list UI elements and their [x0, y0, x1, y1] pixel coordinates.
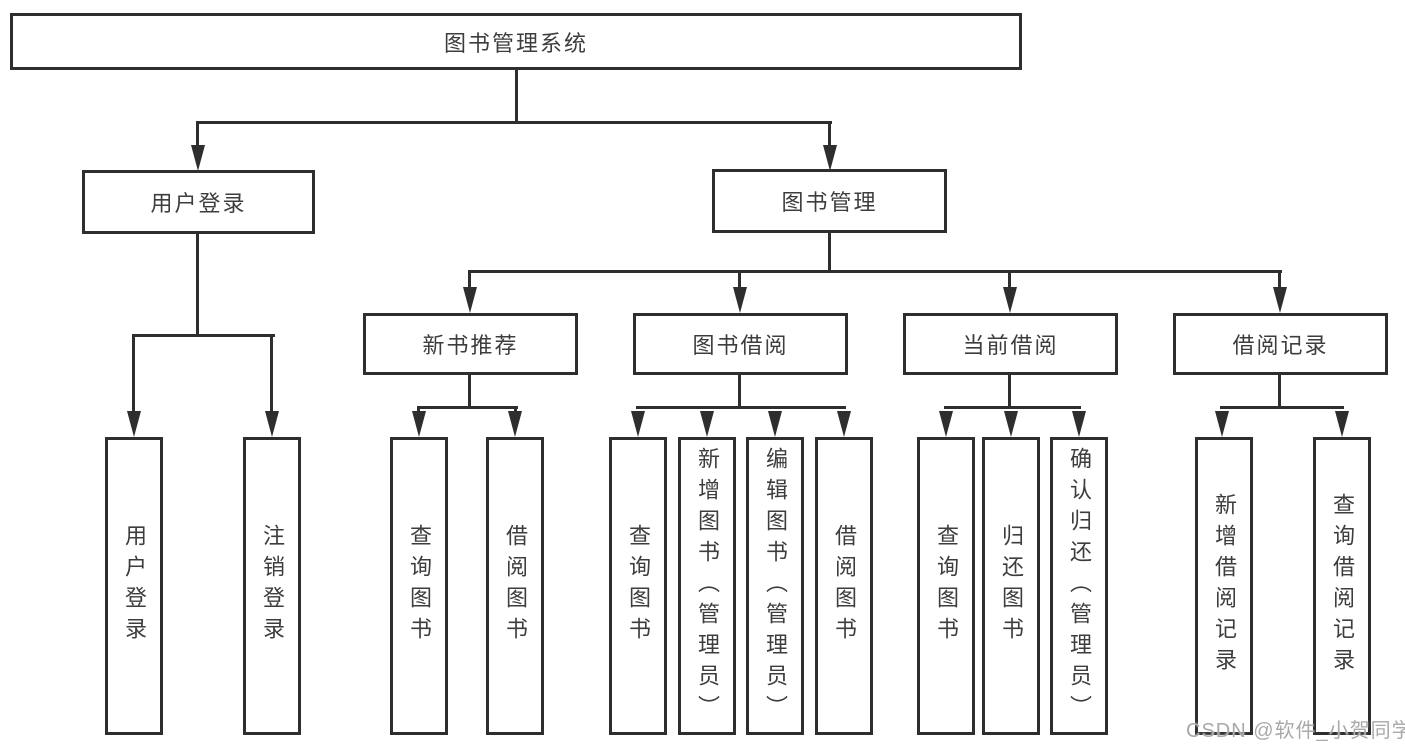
node-label: 用户登录 [122, 524, 147, 648]
arrow-down-icon [265, 411, 279, 437]
connector-line [636, 406, 846, 409]
leaf-return-books: 归还图书 [982, 437, 1040, 735]
connector-line [828, 121, 831, 147]
connector-line [468, 375, 471, 409]
arrow-down-icon [768, 411, 782, 437]
connector-line [132, 334, 275, 337]
node-label: 查询借阅记录 [1330, 493, 1355, 679]
node-label: 新增图书（管理员） [695, 446, 720, 726]
node-label: 确认归还（管理员） [1067, 446, 1092, 726]
leaf-confirm-return-admin: 确认归还（管理员） [1050, 437, 1108, 735]
arrow-down-icon [823, 145, 837, 171]
leaf-query-borrow-record: 查询借阅记录 [1313, 437, 1371, 735]
connector-line [738, 375, 741, 409]
leaf-query-books-2: 查询图书 [609, 437, 667, 735]
connector-line [196, 121, 832, 124]
connector-line [1008, 375, 1011, 409]
node-label: 编辑图书（管理员） [763, 446, 788, 726]
node-label: 图书借阅 [692, 333, 789, 358]
node-label: 用户登录 [150, 191, 247, 216]
arrow-down-icon [700, 411, 714, 437]
node-root: 图书管理系统 [10, 13, 1022, 70]
connector-line [468, 270, 1282, 273]
connector-line [1008, 270, 1011, 288]
connector-line [828, 233, 831, 273]
connector-line [944, 406, 1081, 409]
watermark: CSDN @软件_小贺同学 [1186, 720, 1405, 742]
arrow-down-icon [631, 411, 645, 437]
arrow-down-icon [1335, 411, 1349, 437]
arrow-down-icon [1273, 287, 1287, 313]
node-book-management: 图书管理 [712, 169, 947, 233]
connector-line [1220, 406, 1344, 409]
arrow-down-icon [1004, 411, 1018, 437]
connector-line [417, 406, 420, 414]
arrow-down-icon [127, 411, 141, 437]
node-label: 查询图书 [407, 524, 432, 648]
node-new-book-recommend: 新书推荐 [363, 313, 578, 375]
node-label: 查询图书 [934, 524, 959, 648]
leaf-logout: 注销登录 [243, 437, 301, 735]
connector-line [1278, 375, 1281, 409]
leaf-add-books-admin: 新增图书（管理员） [678, 437, 736, 735]
leaf-user-login: 用户登录 [105, 437, 163, 735]
node-label: 借阅图书 [503, 524, 528, 648]
arrow-down-icon [1003, 287, 1017, 313]
node-label: 新增借阅记录 [1212, 493, 1237, 679]
node-label: 借阅图书 [832, 524, 857, 648]
node-label: 注销登录 [260, 524, 285, 648]
node-user-login: 用户登录 [82, 170, 315, 234]
connector-line [132, 334, 135, 412]
leaf-borrow-books-2: 借阅图书 [815, 437, 873, 735]
node-label: 借阅记录 [1232, 333, 1329, 358]
arrow-down-icon [463, 287, 477, 313]
node-current-borrow: 当前借阅 [903, 313, 1118, 375]
node-book-borrow: 图书借阅 [633, 313, 848, 375]
connector-line [1278, 270, 1281, 288]
arrow-down-icon [1215, 411, 1229, 437]
node-borrow-records: 借阅记录 [1173, 313, 1388, 375]
arrow-down-icon [412, 411, 426, 437]
node-label: 新书推荐 [422, 333, 519, 358]
connector-line [196, 121, 199, 147]
leaf-edit-books-admin: 编辑图书（管理员） [746, 437, 804, 735]
arrow-down-icon [837, 411, 851, 437]
arrow-down-icon [508, 411, 522, 437]
node-label: 图书管理系统 [443, 30, 588, 56]
arrow-down-icon [1072, 411, 1086, 437]
connector-line [417, 406, 518, 409]
connector-line [514, 406, 517, 414]
arrow-down-icon [733, 287, 747, 313]
connector-line [196, 233, 199, 337]
arrow-down-icon [939, 411, 953, 437]
node-label: 图书管理 [781, 190, 878, 215]
arrow-down-icon [191, 145, 205, 171]
leaf-query-books-3: 查询图书 [917, 437, 975, 735]
connector-line [468, 270, 471, 288]
connector-line [515, 69, 518, 123]
leaf-borrow-books-1: 借阅图书 [486, 437, 544, 735]
node-label: 当前借阅 [962, 333, 1059, 358]
connector-line [270, 334, 273, 412]
connector-line [738, 270, 741, 288]
leaf-query-books-1: 查询图书 [390, 437, 448, 735]
node-label: 归还图书 [999, 524, 1024, 648]
node-label: 查询图书 [626, 524, 651, 648]
leaf-add-borrow-record: 新增借阅记录 [1195, 437, 1253, 735]
